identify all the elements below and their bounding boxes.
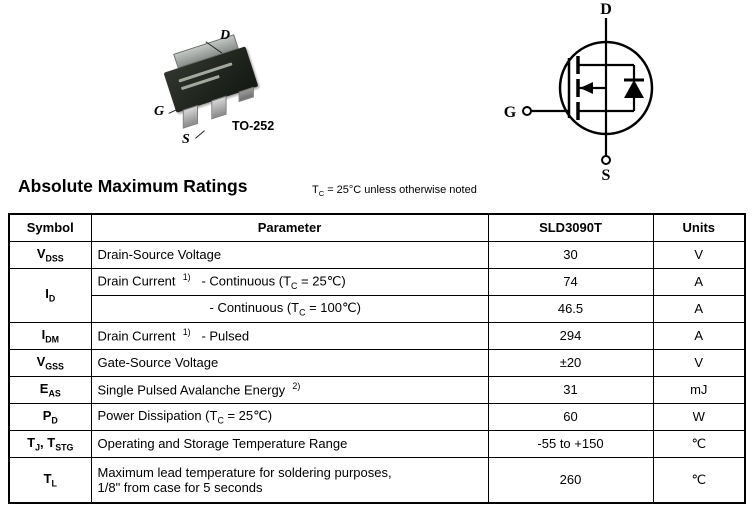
symbol-cell: TL (8, 456, 92, 504)
symbol-pin-label-gate: G (504, 104, 517, 121)
parameter-cell: Operating and Storage Temperature Range (90, 429, 489, 458)
body-arrow-icon (580, 82, 593, 94)
symbol-pin-label-source: S (602, 167, 611, 184)
symbol-cell: PD (8, 402, 92, 431)
units-cell: A (652, 321, 746, 350)
value-cell: 30 (487, 240, 654, 269)
units-cell: A (652, 294, 746, 323)
parameter-cell: Drain Current 1) - Pulsed (90, 321, 489, 350)
diode-triangle-icon (624, 80, 644, 98)
value-cell: -55 to +150 (487, 429, 654, 458)
value-cell: 31 (487, 375, 654, 404)
symbol-cell: VGSS (8, 348, 92, 377)
value-cell: 260 (487, 456, 654, 504)
table-row: ID Drain Current 1) - Continuous (TC = 2… (8, 267, 746, 323)
value-cell: 60 (487, 402, 654, 431)
table-row: TJ, TSTG Operating and Storage Temperatu… (8, 429, 746, 458)
parameter-cell: Drain-Source Voltage (90, 240, 489, 269)
symbol-cell: EAS (8, 375, 92, 404)
units-cell: V (652, 240, 746, 269)
leader-line (195, 130, 205, 139)
package-pin-label-gate: G (154, 104, 165, 119)
symbol-cell: TJ, TSTG (8, 429, 92, 458)
symbol-cell: ID (8, 267, 92, 323)
col-header-symbol: Symbol (8, 213, 92, 242)
gate-terminal (522, 106, 532, 116)
absolute-maximum-ratings-table: Symbol Parameter SLD3090T Units VDSS Dra… (8, 213, 746, 504)
table-row: EAS Single Pulsed Avalanche Energy 2) 31… (8, 375, 746, 404)
parameter-cell: - Continuous (TC = 100℃) (90, 294, 489, 323)
value-cell: 294 (487, 321, 654, 350)
table-row: PD Power Dissipation (TC = 25℃) 60 W (8, 402, 746, 431)
units-cell: W (652, 402, 746, 431)
symbol-cell: VDSS (8, 240, 92, 269)
parameter-cell: Maximum lead temperature for soldering p… (90, 456, 489, 504)
col-header-parameter: Parameter (90, 213, 489, 242)
package-pin-label-drain: D (220, 28, 231, 43)
source-terminal (601, 155, 611, 165)
symbol-pin-label-drain: D (600, 1, 612, 18)
symbol-cell: IDM (8, 321, 92, 350)
col-header-part-number: SLD3090T (487, 213, 654, 242)
units-cell: V (652, 348, 746, 377)
value-cell: ±20 (487, 348, 654, 377)
units-cell: mJ (652, 375, 746, 404)
package-illustration: D G S TO-252 (138, 20, 323, 160)
col-header-units: Units (652, 213, 746, 242)
package-name: TO-252 (232, 119, 275, 133)
table-row: TL Maximum lead temperature for solderin… (8, 456, 746, 504)
value-cell: 74 (487, 267, 654, 296)
units-cell: ℃ (652, 456, 746, 504)
package-photo (159, 29, 273, 129)
table-row: - Continuous (TC = 100℃) 46.5 A (9, 294, 746, 323)
package-lead-gate (182, 104, 199, 129)
units-cell: A (652, 267, 746, 296)
parameter-cell: Single Pulsed Avalanche Energy 2) (90, 375, 489, 404)
mosfet-schematic-symbol: D G S (504, 1, 654, 184)
table-row: VGSS Gate-Source Voltage ±20 V (8, 348, 746, 377)
units-cell: ℃ (652, 429, 746, 458)
package-lead-source (211, 95, 227, 120)
parameter-cell: Gate-Source Voltage (90, 348, 489, 377)
table-header-row: Symbol Parameter SLD3090T Units (8, 213, 746, 242)
parameter-cell: Power Dissipation (TC = 25℃) (90, 402, 489, 431)
section-title: Absolute Maximum Ratings (18, 176, 248, 196)
condition-note: TC = 25°C unless otherwise noted (312, 184, 477, 199)
package-pin-label-source: S (182, 132, 190, 147)
parameter-cell: Drain Current 1) - Continuous (TC = 25℃) (90, 267, 489, 296)
table-row: VDSS Drain-Source Voltage 30 V (8, 240, 746, 269)
value-cell: 46.5 (487, 294, 654, 323)
table-row: IDM Drain Current 1) - Pulsed 294 A (8, 321, 746, 350)
